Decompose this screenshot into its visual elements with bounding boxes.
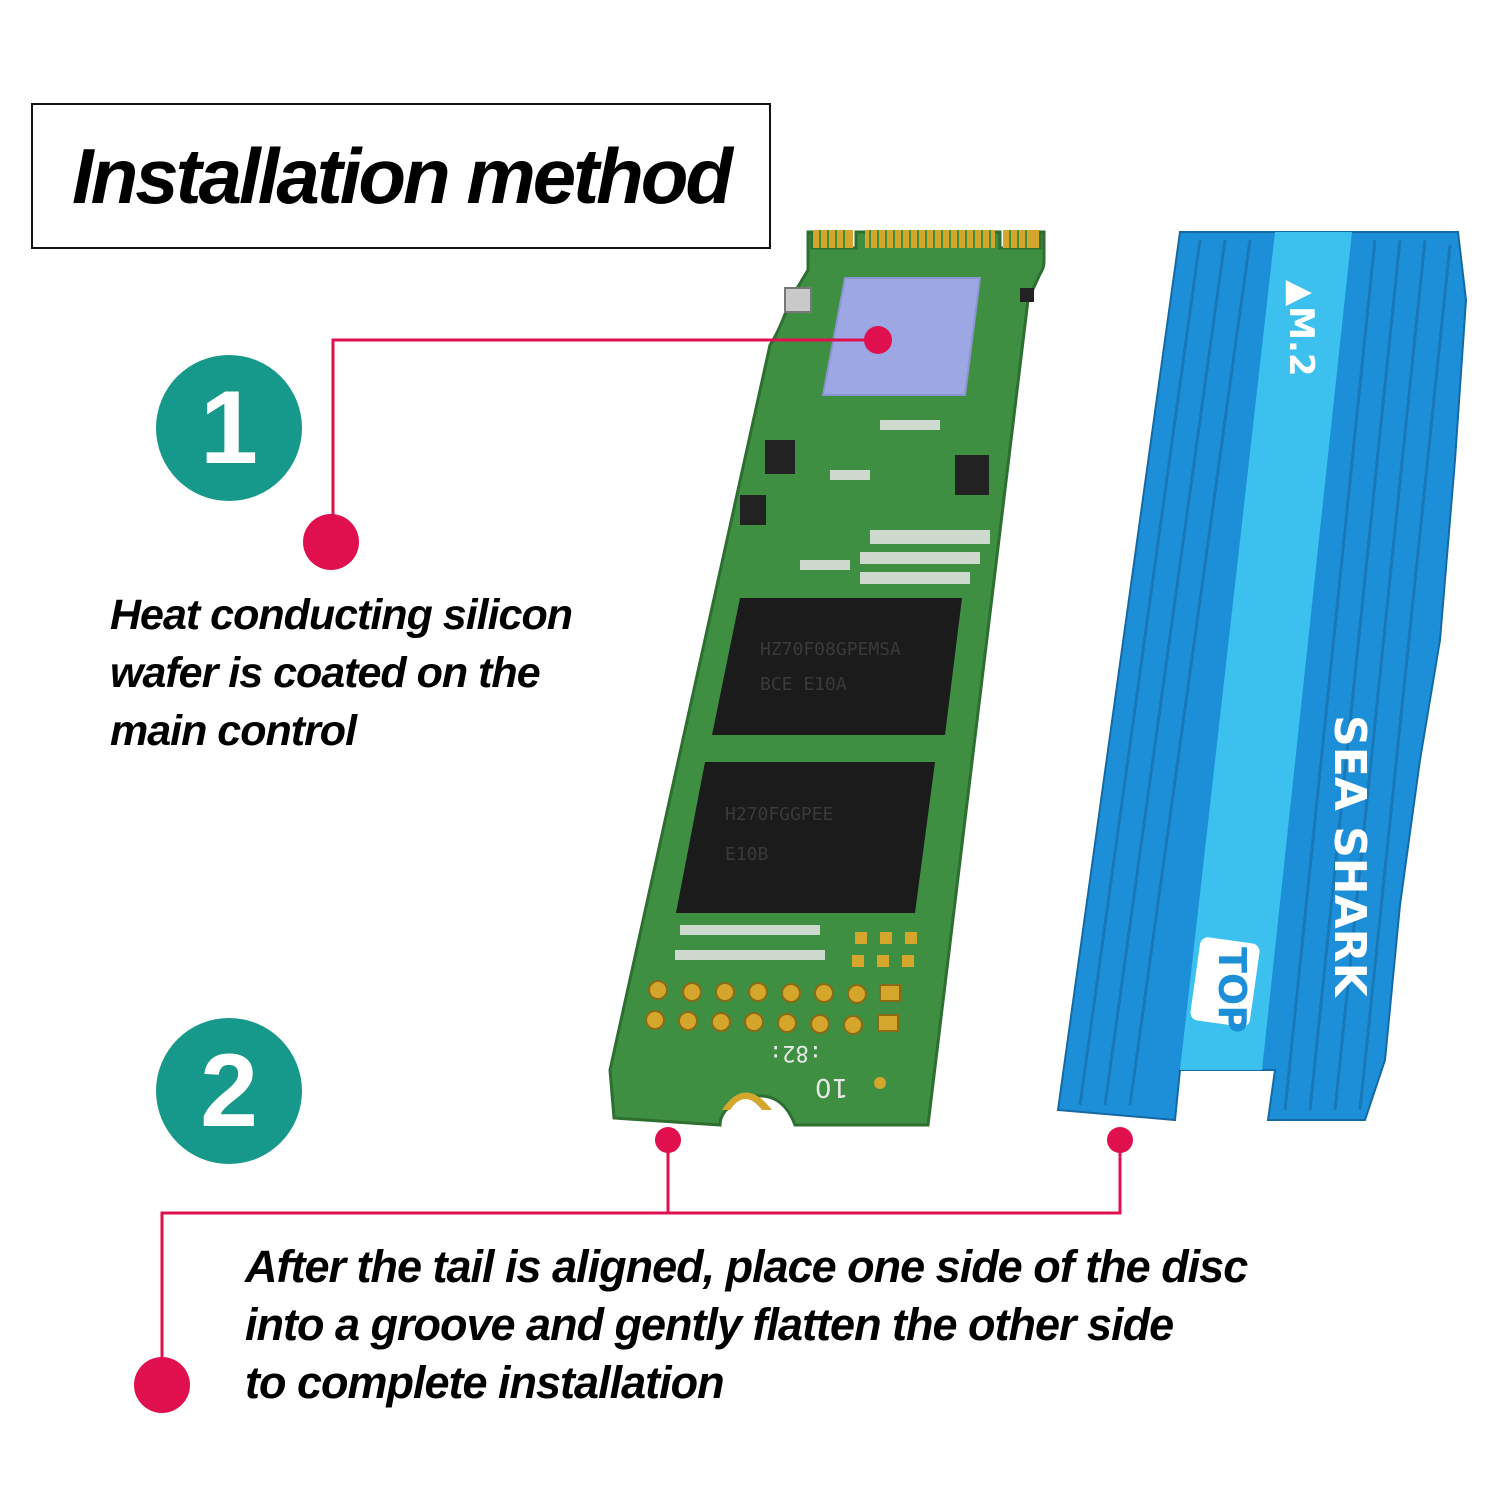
heatsink-arrow-label: ▲M.2 <box>1281 280 1321 377</box>
caption-line: to complete installation <box>245 1357 725 1408</box>
pointer-dot-thermal-pad <box>864 326 892 354</box>
heatsink-tag-label: TOP <box>1210 947 1254 1033</box>
caption-line: After the tail is aligned, place one sid… <box>245 1241 1248 1292</box>
title-box: Installation method <box>31 103 771 249</box>
heatsink: ▲M.2 SEA SHARK TOP <box>1056 231 1468 1122</box>
nand-chip-top <box>712 598 962 735</box>
page-title: Installation method <box>71 131 733 220</box>
nand-chip-bottom <box>676 762 935 913</box>
heatsink-tag-box <box>1190 937 1260 1027</box>
caption-line: main control <box>110 707 357 755</box>
svg-text:H270FGGPEE: H270FGGPEE <box>725 804 833 825</box>
step-1-caption: Heat conducting silicon wafer is coated … <box>110 586 573 760</box>
caption-line: into a groove and gently flatten the oth… <box>245 1299 1174 1350</box>
svg-text:HZ70F08GPEMSA: HZ70F08GPEMSA <box>760 639 901 660</box>
step-1-badge: 1 <box>156 355 302 501</box>
ssd-board: HZ70F08GPEMSA BCE E10A H270FGGPEE E10B <box>608 230 1046 1127</box>
caption-line: Heat conducting silicon <box>110 591 573 639</box>
pointer-dot-step2 <box>134 1357 190 1413</box>
thermal-pad <box>821 277 982 396</box>
pointer-dots <box>134 326 1133 1413</box>
caption-line: wafer is coated on the <box>110 649 541 697</box>
pointer-dot-step1 <box>303 514 359 570</box>
svg-text:BCE E10A: BCE E10A <box>760 674 847 695</box>
pcb-pin-text: :82: <box>769 1040 822 1065</box>
pointer-dot-board-tail <box>655 1127 681 1153</box>
pointer-dot-heatsink-tail <box>1107 1127 1133 1153</box>
heatsink-brand-label: SEA SHARK <box>1324 715 1375 999</box>
heatsink-stripe <box>1180 232 1352 1070</box>
step-2-badge: 2 <box>156 1018 302 1164</box>
pointer-lines <box>160 338 1122 1383</box>
svg-text:E10B: E10B <box>725 844 768 865</box>
step-2-caption: After the tail is aligned, place one sid… <box>245 1238 1248 1412</box>
pcb-label: 10 <box>815 1072 848 1102</box>
